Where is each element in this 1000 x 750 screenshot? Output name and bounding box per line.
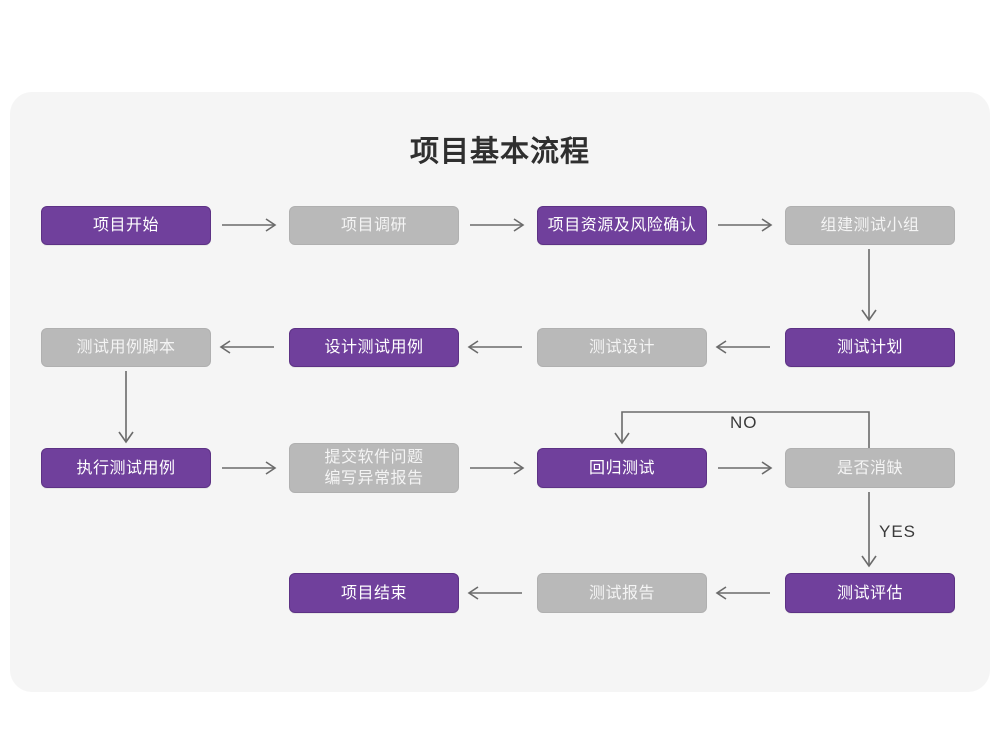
- node-test-design[interactable]: 测试设计: [537, 328, 707, 367]
- node-test-evaluation[interactable]: 测试评估: [785, 573, 955, 613]
- node-regression-test[interactable]: 回归测试: [537, 448, 707, 488]
- node-design-test-case[interactable]: 设计测试用例: [289, 328, 459, 367]
- node-test-plan[interactable]: 测试计划: [785, 328, 955, 367]
- node-resource-risk-confirm[interactable]: 项目资源及风险确认: [537, 206, 707, 245]
- node-submit-issue-report[interactable]: 提交软件问题 编写异常报告: [289, 443, 459, 493]
- node-project-research[interactable]: 项目调研: [289, 206, 459, 245]
- node-build-test-team[interactable]: 组建测试小组: [785, 206, 955, 245]
- node-test-case-script[interactable]: 测试用例脚本: [41, 328, 211, 367]
- edge-label-yes: YES: [879, 522, 917, 541]
- node-test-report[interactable]: 测试报告: [537, 573, 707, 613]
- page-title: 项目基本流程: [409, 136, 590, 168]
- node-execute-test-case[interactable]: 执行测试用例: [41, 448, 211, 488]
- node-defect-resolved[interactable]: 是否消缺: [785, 448, 955, 488]
- edge-label-no: NO: [730, 413, 758, 432]
- node-project-start[interactable]: 项目开始: [41, 206, 211, 245]
- node-project-end[interactable]: 项目结束: [289, 573, 459, 613]
